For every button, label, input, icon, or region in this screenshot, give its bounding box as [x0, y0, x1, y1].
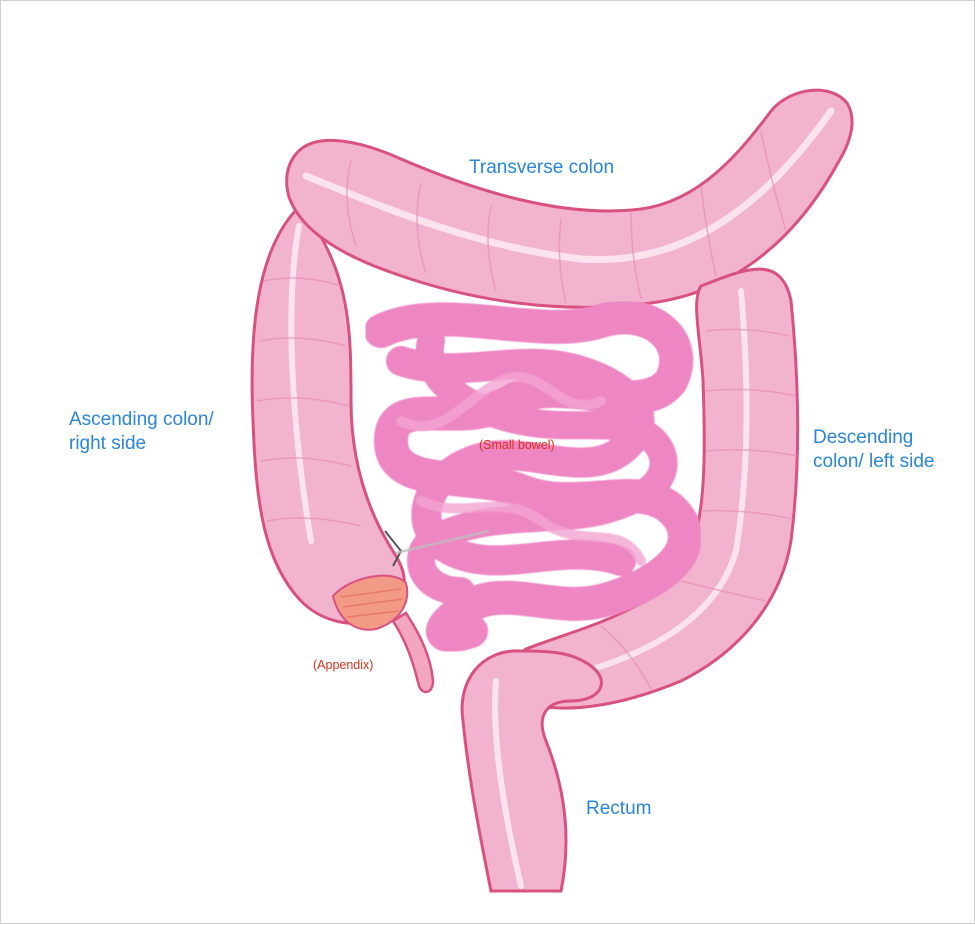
descending-colon-label: Descending colon/ left side: [813, 426, 934, 475]
ascending-colon-text-line1: Ascending colon/: [69, 408, 214, 432]
rectum: [462, 651, 601, 891]
appendix-text: (Appendix): [313, 658, 373, 672]
descending-colon-text-line2: colon/ left side: [813, 450, 934, 474]
descending-colon-text-line1: Descending: [813, 426, 934, 450]
ascending-colon-label: Ascending colon/ right side: [69, 408, 214, 457]
small-bowel-label: (Small bowel): [479, 437, 555, 453]
transverse-colon-label: Transverse colon: [469, 156, 614, 180]
small-bowel-text: (Small bowel): [479, 438, 555, 452]
small-bowel: [381, 317, 685, 635]
appendix-label: (Appendix): [313, 657, 373, 673]
rectum-label: Rectum: [586, 797, 651, 821]
rectum-text: Rectum: [586, 798, 651, 819]
transverse-colon-text: Transverse colon: [469, 157, 614, 178]
ascending-colon-text-line2: right side: [69, 432, 214, 456]
